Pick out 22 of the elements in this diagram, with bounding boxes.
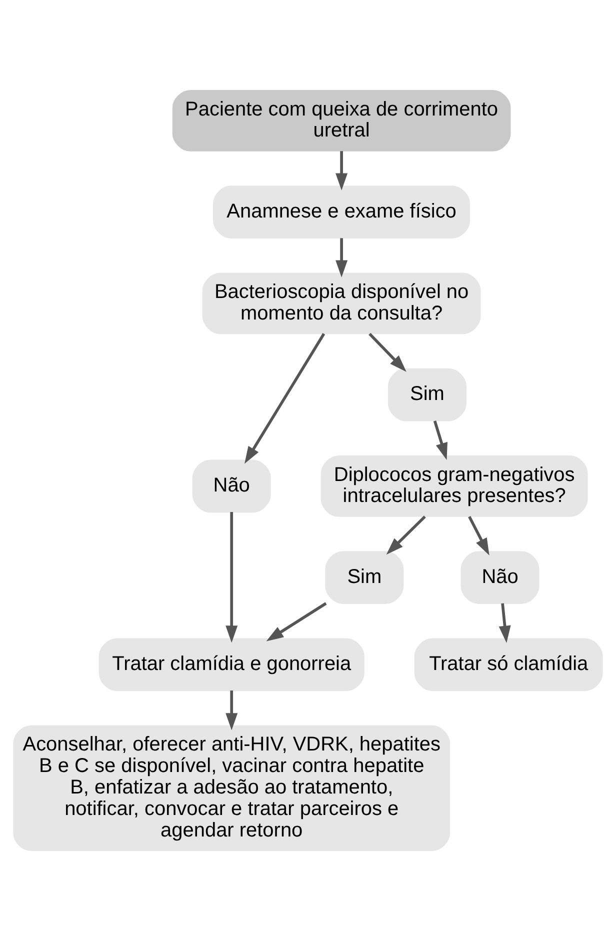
- arrow: [226, 512, 238, 643]
- arrow: [386, 516, 426, 555]
- node-box: Diplococos gram-negativos intracelulares presentes?: [320, 456, 588, 517]
- node-box: Bacterioscopia disponível no momento da consulta?: [202, 272, 481, 334]
- arrow: [498, 603, 511, 643]
- node-box: Tratar clamídia e gonorreia: [98, 638, 364, 692]
- arrow: [336, 151, 348, 190]
- node-box: Anamnese e exame físico: [213, 186, 470, 238]
- arrow: [433, 420, 448, 460]
- node-box: Sim: [325, 551, 404, 604]
- node-box: Não: [460, 551, 540, 604]
- node-box: Sim: [388, 368, 466, 422]
- node-box: Aconselhar, oferecer anti-HIV, VDRK, hepatites B e C se disponível, vacinar contra hepatite B, enfatizar a adesão ao tratamento, notificar, convocar e tratar parceiros e agendar retorno: [13, 725, 450, 851]
- node-box: Não: [192, 460, 271, 513]
- arrow: [368, 332, 406, 372]
- arrow: [244, 333, 326, 464]
- node-box: Paciente com queixa de corrimento uretral: [172, 90, 511, 152]
- arrow: [266, 602, 327, 642]
- arrow: [468, 516, 490, 556]
- arrow: [336, 238, 348, 278]
- arrow: [226, 690, 238, 730]
- node-box: Tratar só clamídia: [414, 638, 603, 692]
